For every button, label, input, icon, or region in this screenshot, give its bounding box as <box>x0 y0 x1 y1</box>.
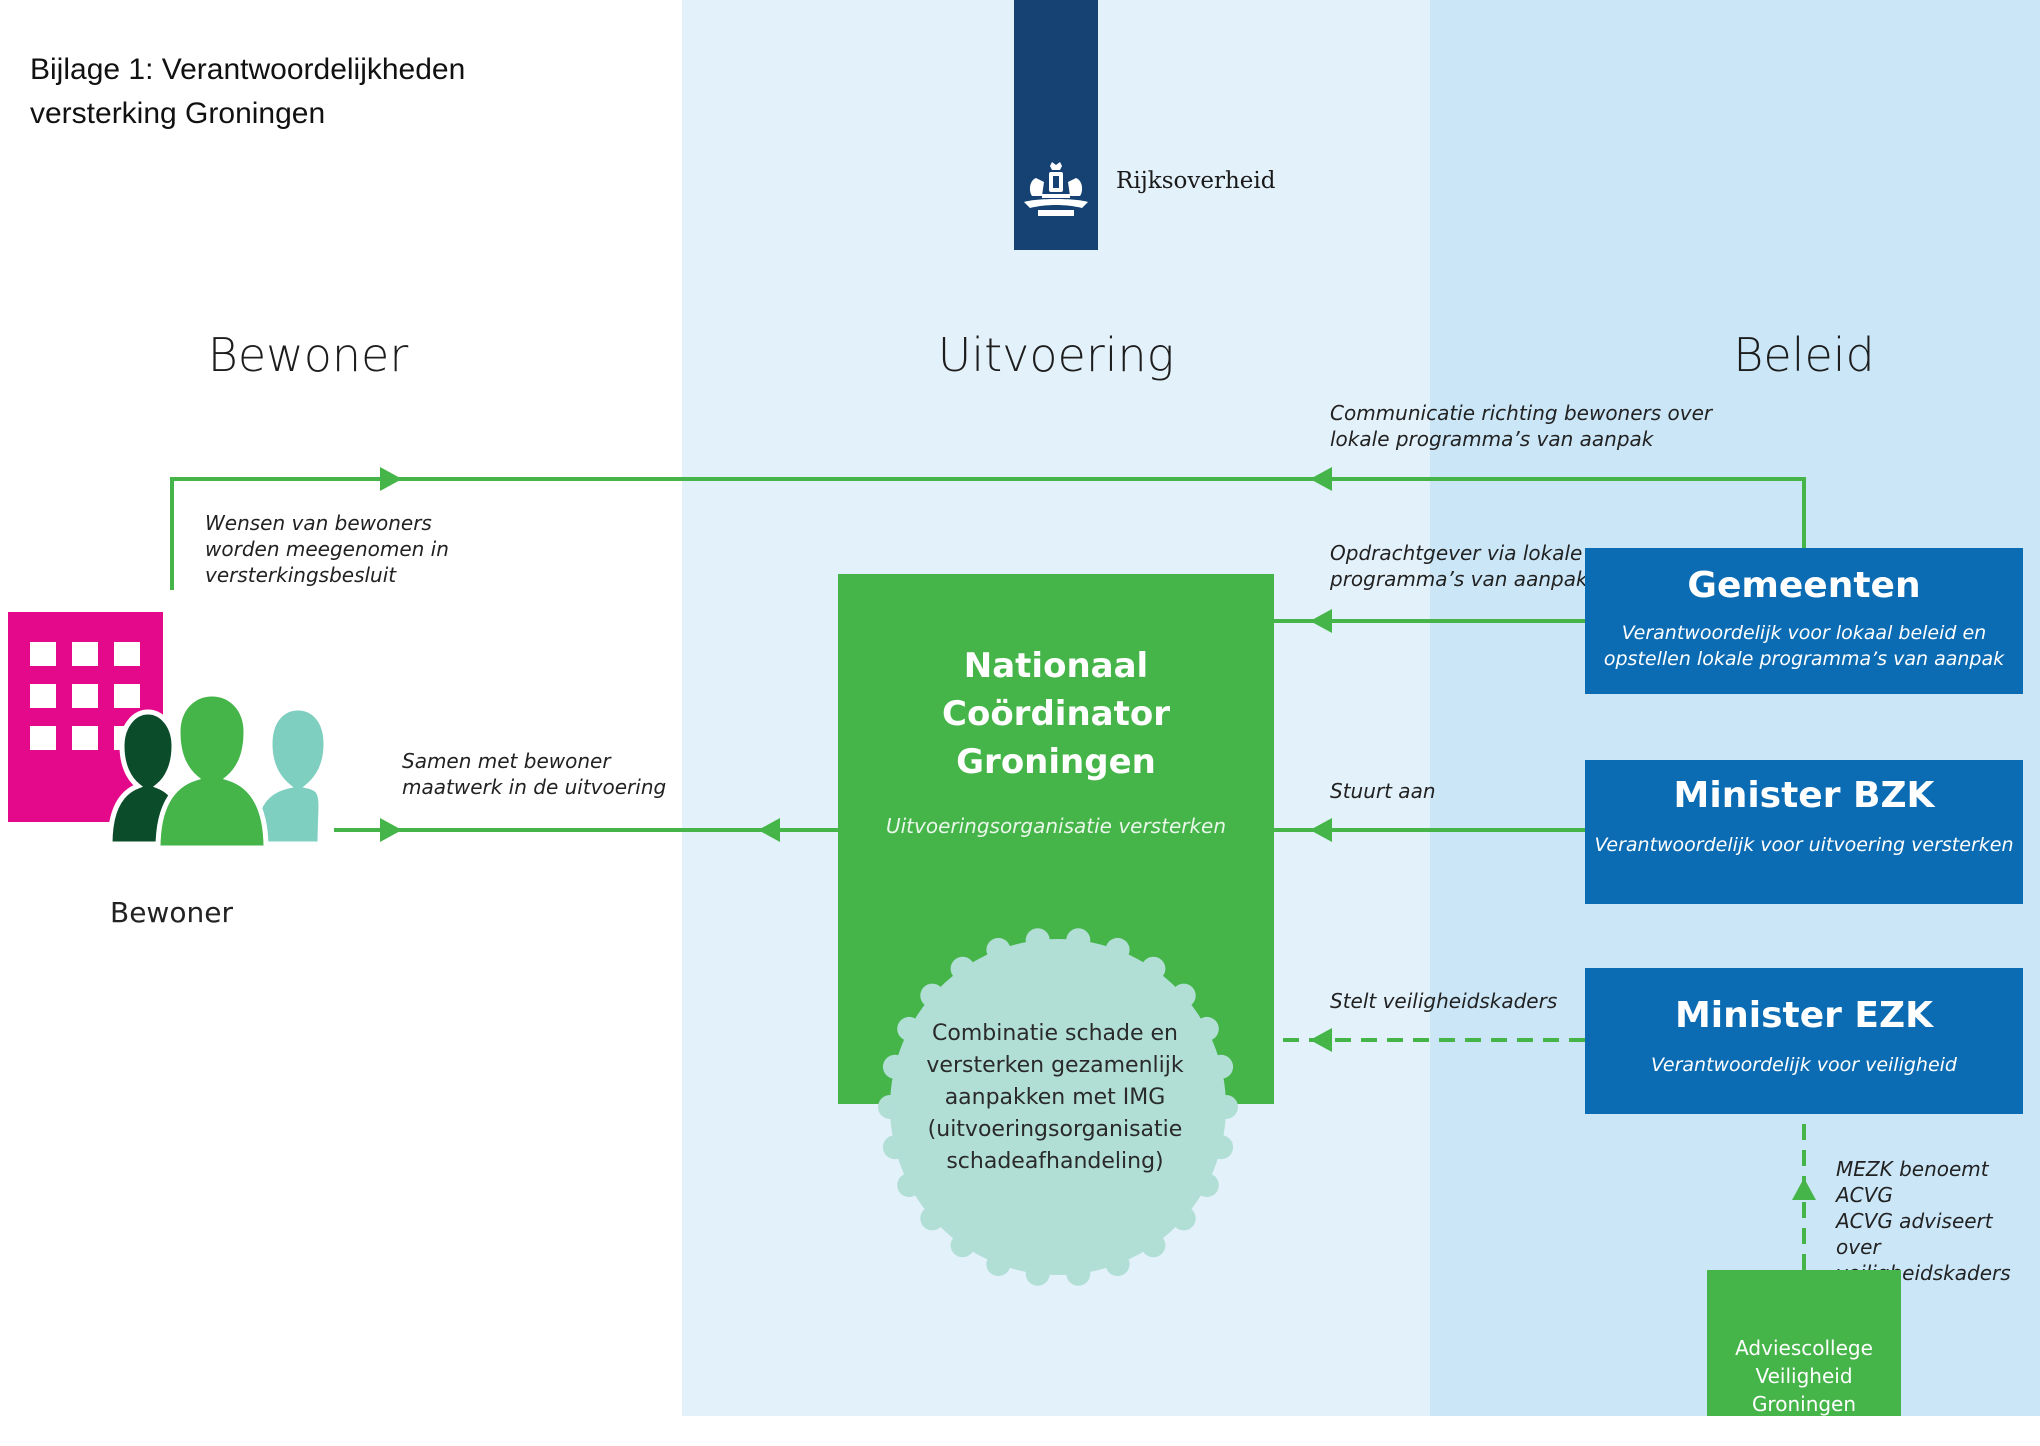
img-cloud-text: Combinatie schade en versterken gezamenl… <box>926 1021 1184 1174</box>
column-heading-uitvoering: Uitvoering <box>937 328 1175 382</box>
arrowhead <box>758 818 780 842</box>
logo-text: Rijksoverheid <box>1116 168 1276 194</box>
gemeenten-box: Gemeenten Verantwoordelijk voor lokaal b… <box>1585 548 2023 694</box>
logo-bar <box>1014 0 1098 250</box>
note-samen: Samen met bewoner maatwerk in de uitvoer… <box>402 749 667 799</box>
minister-bzk-subtitle: Verantwoordelijk voor uitvoering verster… <box>1594 834 2014 856</box>
nationaal-coordinator-title: Nationaal Coördinator Groningen <box>942 646 1170 782</box>
beleid-band <box>1430 0 2040 1416</box>
resident-label: Bewoner <box>110 896 233 929</box>
page-title: Bijlage 1: Verantwoordelijkheden verster… <box>30 53 466 130</box>
column-heading-beleid: Beleid <box>1733 328 1875 382</box>
communicatie-line <box>170 477 1806 590</box>
minister-ezk-title: Minister EZK <box>1674 995 1934 1036</box>
note-communicatie: Communicatie richting bewoners over loka… <box>1330 401 1713 451</box>
note-opdrachtgever: Opdrachtgever via lokale programma’s van… <box>1330 541 1588 591</box>
gemeenten-subtitle: Verantwoordelijk voor lokaal beleid en o… <box>1603 622 2005 670</box>
minister-ezk-box: Minister EZK Verantwoordelijk voor veili… <box>1585 968 2023 1114</box>
adviescollege-title: Adviescollege Veiligheid Groningen <box>1735 1336 1873 1416</box>
arrowhead <box>1310 1028 1332 1052</box>
coat-of-arms-icon <box>1024 162 1088 216</box>
arrow-lines <box>170 467 1816 1270</box>
note-stuurt: Stuurt aan <box>1330 779 1436 803</box>
people-icon <box>107 691 328 851</box>
arrowhead <box>1310 818 1332 842</box>
minister-bzk-title: Minister BZK <box>1673 775 1935 816</box>
arrowhead <box>1310 467 1332 491</box>
minister-ezk-subtitle: Verantwoordelijk voor veiligheid <box>1651 1054 1957 1076</box>
arrowhead <box>1310 609 1332 633</box>
note-wensen: Wensen van bewoners worden meegenomen in… <box>205 511 449 587</box>
adviescollege-box: Adviescollege Veiligheid Groningen <box>1707 1270 1901 1416</box>
nationaal-coordinator-subtitle: Uitvoeringsorganisatie versterken <box>885 814 1227 838</box>
arrowhead <box>380 467 402 491</box>
note-mezk: MEZK benoemt ACVG ACVG adviseert over ve… <box>1836 1157 2011 1285</box>
arrowhead <box>1792 1178 1816 1200</box>
img-cloud-shape <box>878 928 1238 1286</box>
minister-bzk-box: Minister BZK Verantwoordelijk voor uitvo… <box>1585 760 2023 904</box>
gemeenten-title: Gemeenten <box>1687 565 1921 606</box>
column-heading-bewoner: Bewoner <box>207 328 409 382</box>
resident-illustration <box>8 612 328 851</box>
arrowhead <box>380 818 402 842</box>
note-stelt: Stelt veiligheidskaders <box>1330 989 1558 1013</box>
